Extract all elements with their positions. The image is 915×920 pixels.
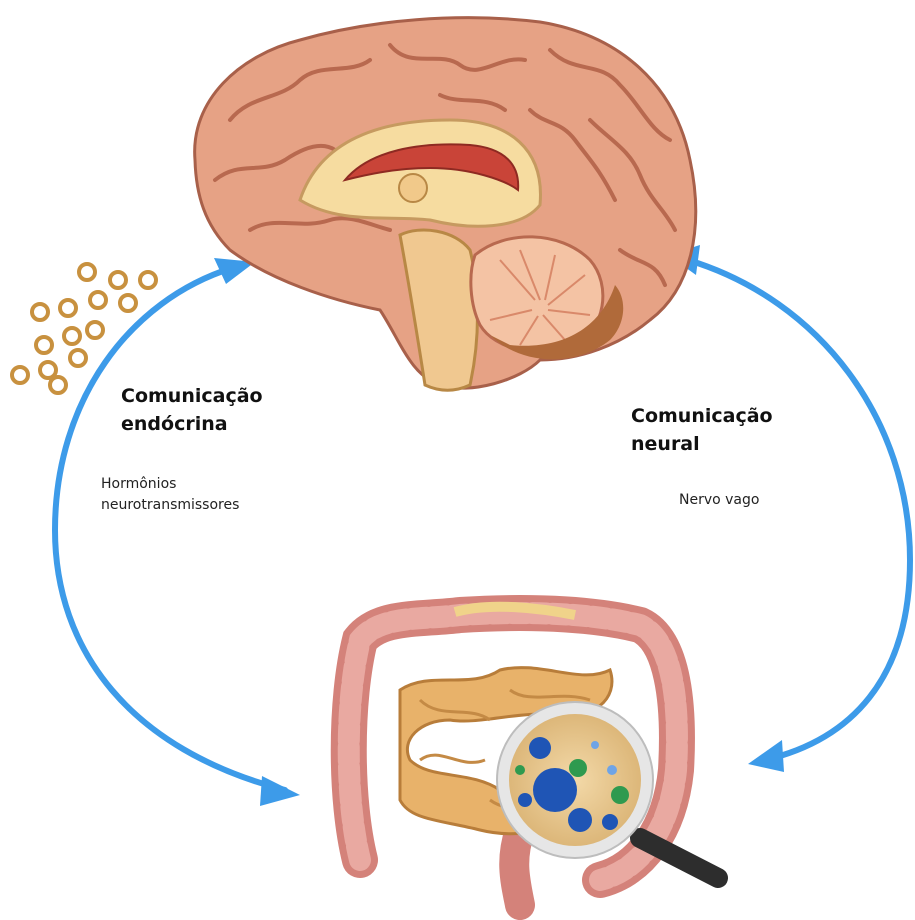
brain-icon — [195, 18, 696, 391]
left-circular-arrow — [55, 268, 285, 790]
right-arrowhead-bottom — [748, 740, 784, 772]
endocrine-title-line2: endócrina — [121, 410, 228, 438]
endocrine-subtitle-line1: Hormônios — [101, 474, 176, 495]
left-arrowhead-bottom — [260, 776, 300, 806]
neural-title-line2: neural — [631, 430, 700, 458]
endocrine-title-line1: Comunicação — [121, 382, 263, 410]
neural-title-line1: Comunicação — [631, 402, 773, 430]
neural-subtitle: Nervo vago — [679, 490, 759, 511]
endocrine-subtitle-line2: neurotransmissores — [101, 495, 239, 516]
